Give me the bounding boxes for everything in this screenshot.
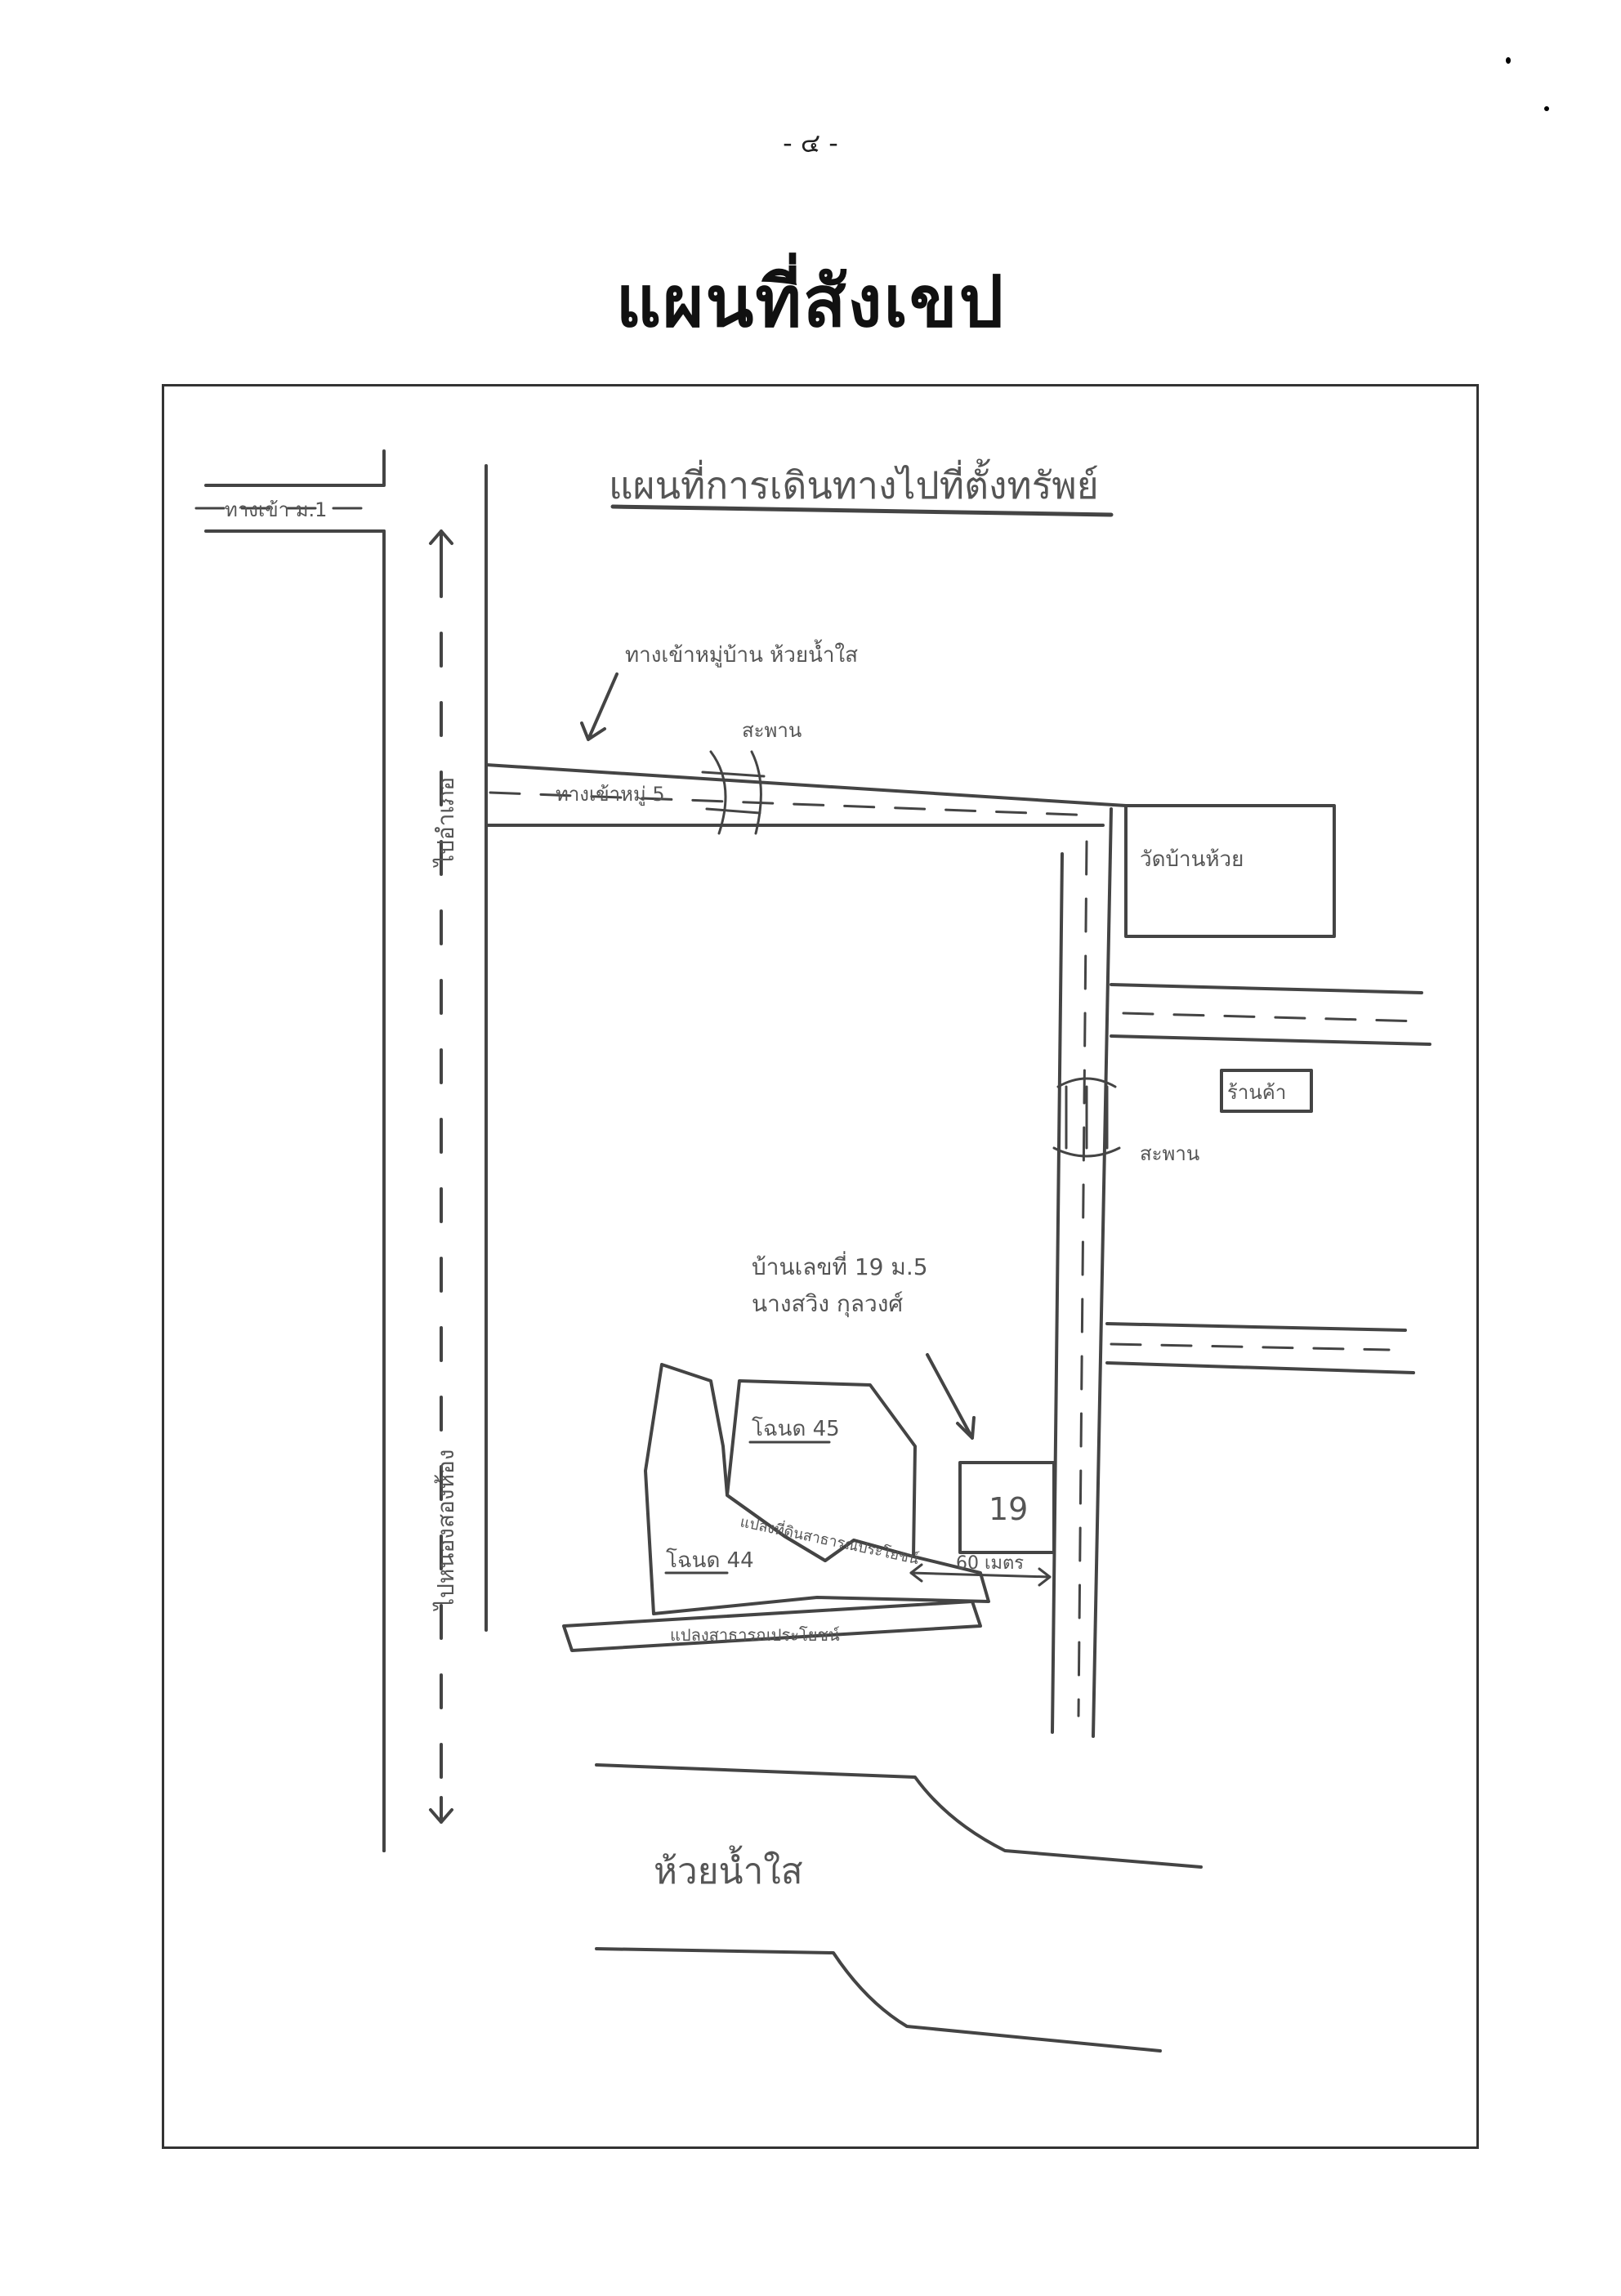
side-lane-lower-edge2 xyxy=(1105,1361,1415,1374)
label-entry-note: ทางเข้าหมู่บ้าน ห้วยน้ำใส xyxy=(625,639,858,668)
label-house-number: 19 xyxy=(989,1491,1028,1527)
bridge-top-icon xyxy=(701,750,766,835)
scan-speck xyxy=(1544,106,1549,111)
right-road-left-edge xyxy=(1051,852,1064,1734)
village-road-top-edge xyxy=(485,763,1128,807)
map-frame xyxy=(162,384,1479,2149)
label-left-road-upper: ไปอำเภอ xyxy=(432,777,459,868)
side-lane-upper-edge2 xyxy=(1110,1034,1431,1046)
label-shop: ร้านค้า xyxy=(1227,1081,1286,1104)
distance-dimension xyxy=(909,1571,1052,1579)
label-plot-upper: โฉนด 45 xyxy=(752,1416,840,1441)
side-lane-upper-centerline xyxy=(1122,1012,1423,1023)
label-house-note-line2: นางสวิง กุลวงศ์ xyxy=(752,1290,903,1318)
label-house-note-line1: บ้านเลขที่ 19 ม.5 xyxy=(752,1251,928,1280)
heading-underline xyxy=(610,504,1114,517)
scan-speck xyxy=(1506,57,1511,64)
village-road-centerline xyxy=(489,791,1096,817)
arrow-entry-pointer xyxy=(580,672,618,741)
page-title: แผนที่สังเขป xyxy=(615,261,1006,343)
road-to-m1 xyxy=(204,449,386,1852)
plot-lower-boundary xyxy=(644,1363,990,1615)
label-creek: ห้วยน้ำใส xyxy=(654,1845,803,1892)
public-land-strip xyxy=(562,1600,982,1652)
temple-block xyxy=(1124,804,1336,938)
arrow-south xyxy=(429,1796,453,1824)
label-temple: วัดบ้านห้วย xyxy=(1140,847,1244,872)
label-bridge-right: สะพาน xyxy=(1140,1142,1199,1165)
right-road-centerline xyxy=(1077,840,1088,1718)
label-distance: 60 เมตร xyxy=(956,1553,1024,1574)
label-village-road: ทางเข้าหมู่ 5 xyxy=(556,783,665,806)
label-plot-lower: โฉนด 44 xyxy=(666,1548,754,1573)
right-road-right-edge xyxy=(1092,807,1113,1738)
creek-upper-bank xyxy=(595,1763,1203,1869)
label-left-road-lower: ไปหนองสองห้อง xyxy=(432,1450,459,1611)
shop-box xyxy=(1220,1069,1313,1113)
page-number: - ๔ - xyxy=(783,127,838,159)
arrow-north xyxy=(429,529,453,565)
arrow-house-pointer xyxy=(926,1353,976,1440)
label-bridge-top: สะพาน xyxy=(742,719,802,742)
bridge-right-icon xyxy=(1052,1077,1121,1158)
side-lane-lower-edge1 xyxy=(1105,1322,1407,1332)
side-lane-upper-edge1 xyxy=(1110,983,1423,994)
map-heading: แผนที่การเดินทางไปที่ตั้งทรัพย์ xyxy=(609,458,1099,507)
label-public-land-upper: แปลงที่ดินสาธารณประโยชน์ xyxy=(739,1511,921,1568)
house-box xyxy=(958,1461,1056,1554)
label-top-left-road: ทางเข้า ม.1 xyxy=(225,498,327,521)
side-lane-lower-centerline xyxy=(1110,1342,1391,1351)
creek-lower-bank xyxy=(595,1947,1162,2053)
label-public-land-lower: แปลงสาธารณประโยชน์ xyxy=(670,1625,840,1645)
distance-arrowheads xyxy=(909,1563,1052,1587)
